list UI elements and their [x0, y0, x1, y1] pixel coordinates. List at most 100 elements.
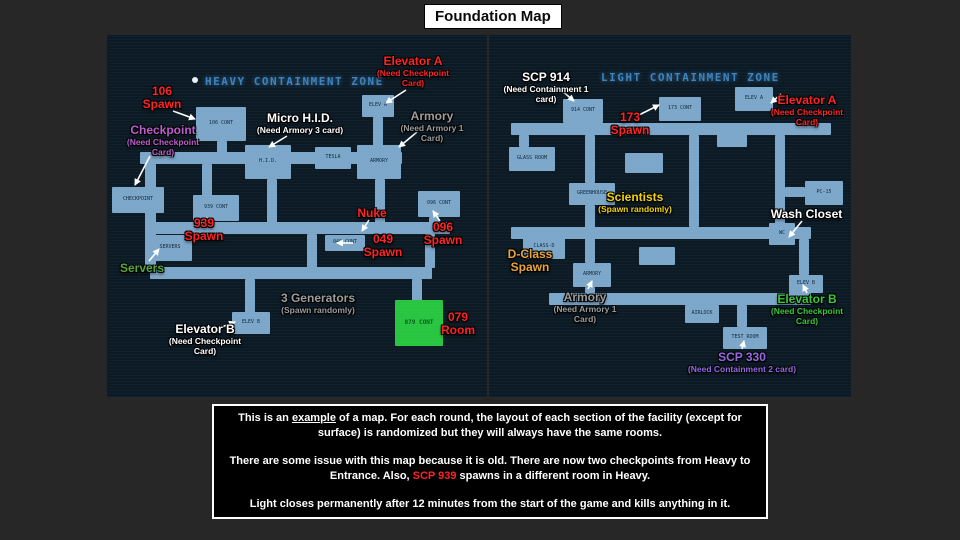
map-label-scp-079-room: 079 Room: [441, 310, 475, 338]
map-label-elevator-a: Elevator A(Need Checkpoint Card): [770, 93, 844, 127]
map-corridor: [245, 279, 255, 313]
map-room-173-cont: 173 CONT: [659, 97, 701, 121]
map-corridor: [202, 164, 212, 196]
map-room-914-cont: 914 CONT: [563, 99, 603, 123]
pointer-arrow: [638, 104, 660, 116]
map-room-pc-15: PC-15: [805, 181, 843, 205]
map-room-airlock: AIRLOCK: [685, 305, 719, 323]
pointer-arrow: [268, 135, 288, 148]
notes-text: This is an: [238, 412, 292, 424]
map-corridor: [217, 141, 227, 153]
notes-paragraph-2: There are some issue with this map becau…: [218, 454, 762, 483]
map-corridor: [429, 217, 439, 223]
map-notes: This is an example of a map. For each ro…: [212, 404, 768, 519]
notes-scp939-highlight: SCP 939: [412, 469, 457, 482]
map-corridor: [785, 187, 805, 197]
map-label-scp-096-spawn: 096 Spawn: [423, 220, 463, 248]
notes-text: Light closes permanently after 12 minute…: [249, 498, 731, 511]
map-label-scientists: Scientists(Spawn randomly): [598, 190, 672, 215]
map-corridor: [519, 135, 529, 147]
map-room-106-cont: 106 CONT: [196, 107, 246, 141]
map-label-nuke: Nuke: [357, 206, 387, 220]
map-corridor: [511, 123, 831, 135]
map-label-micro-hid: Micro H.I.D.(Need Armory 3 card): [256, 111, 344, 136]
map-room-servers: SERVERS: [148, 235, 192, 261]
pointer-arrow: [739, 340, 746, 350]
map-corridor: [307, 234, 317, 268]
map-room-wc: WC: [769, 223, 795, 245]
pointer-arrow: [218, 320, 236, 329]
map-corridor: [425, 234, 435, 268]
map-corridor: [549, 293, 811, 305]
map-label-elevator-a: Elevator A(Need Checkpoint Card): [376, 54, 450, 88]
notes-paragraph-3: Light closes permanently after 12 minute…: [218, 497, 762, 512]
map-room-glass-room: GLASS ROOM: [509, 147, 555, 171]
map-room-class-d: CLASS-D: [523, 235, 565, 259]
zone-title-heavy-text: HEAVY CONTAINMENT ZONE: [205, 75, 384, 88]
map-corridor: [267, 179, 277, 223]
zone-title-light: LIGHT CONTAINMENT ZONE: [601, 71, 780, 84]
pointer-arrow: [770, 93, 782, 104]
pointer-arrow: [560, 89, 575, 102]
pointer-arrow: [385, 89, 407, 104]
map-room-greenhouse: GREENHOUSE: [569, 183, 615, 205]
map-corridor: [412, 279, 422, 301]
map-room-939-cont: 939 CONT: [193, 195, 239, 221]
zone-title-heavy: HEAVY CONTAINMENT ZONE: [192, 75, 384, 88]
notes-paragraph-1: This is an example of a map. For each ro…: [218, 411, 762, 440]
map-corridor: [585, 287, 595, 293]
map-room-079-cont: 079 CONT: [395, 300, 443, 346]
pointer-arrow: [148, 248, 160, 262]
pointer-arrow: [194, 217, 208, 229]
notes-underlined-text: example: [291, 412, 336, 424]
map-label-scp-049-spawn: 049 Spawn: [363, 232, 403, 260]
pointer-arrow: [172, 110, 196, 121]
map-label-elevator-b: Elevator B(Need Checkpoint Card): [770, 292, 844, 326]
pointer-arrow: [788, 220, 803, 238]
map-marker-dot: [192, 77, 198, 83]
map-label-wash-closet: Wash Closet: [770, 207, 843, 221]
map-label-scp-939-spawn: 939 Spawn: [184, 216, 224, 244]
pointer-arrow: [432, 210, 441, 222]
map-label-scp-173-spawn: 173 Spawn: [610, 110, 650, 138]
notes-text: spawns in a different room in Heavy.: [456, 469, 651, 482]
map-arrows: [134, 89, 441, 329]
map-room-armory: ARMORY: [357, 145, 401, 179]
pointer-arrow: [134, 155, 151, 186]
map-label-generators: 3 Generators(Spawn randomly): [280, 291, 356, 316]
map-label-scp-330: SCP 330(Need Containment 2 card): [687, 350, 797, 375]
map-corridor: [689, 135, 699, 227]
map-annotations: Elevator A(Need Checkpoint Card) 106 Spaw…: [107, 35, 487, 397]
map-label-servers: Servers: [119, 261, 165, 275]
map-corridor: [585, 135, 595, 183]
map-room: [639, 247, 675, 265]
pointer-arrow: [398, 131, 418, 148]
map-corridor: [373, 117, 383, 153]
pointer-arrow: [361, 219, 370, 232]
map-corridor: [799, 239, 809, 275]
map-corridor: [585, 205, 595, 263]
map-room: [625, 153, 663, 173]
map-corridor: [375, 179, 385, 223]
map-room-elev-b: ELEV B: [789, 275, 823, 293]
map-corridor: [150, 222, 450, 234]
pointer-arrow: [802, 284, 809, 294]
map-arrows: [560, 89, 809, 350]
map-corridor: [145, 164, 156, 268]
map-label-scp-106-spawn: 106 Spawn: [142, 84, 182, 112]
map-label-armory: Armory(Need Armory 1 Card): [553, 290, 617, 324]
map-label-armory: Armory(Need Armory 1 Card): [400, 109, 464, 143]
notes-text: of a map. For each round, the layout of …: [317, 412, 742, 439]
map-room-tesla: TESLA: [315, 147, 351, 169]
map-room: [717, 131, 747, 147]
map-corridor: [150, 267, 432, 279]
page-title: Foundation Map: [424, 4, 562, 29]
map-room-h-i-d-: H.I.D.: [245, 145, 291, 179]
map-annotations: SCP 914(Need Containment 1 card)173 Spaw…: [489, 35, 851, 397]
map-panel-light: LIGHT CONTAINMENT ZONE 914 CONT 173 CONT E…: [489, 35, 851, 397]
pointer-arrow: [586, 280, 593, 290]
